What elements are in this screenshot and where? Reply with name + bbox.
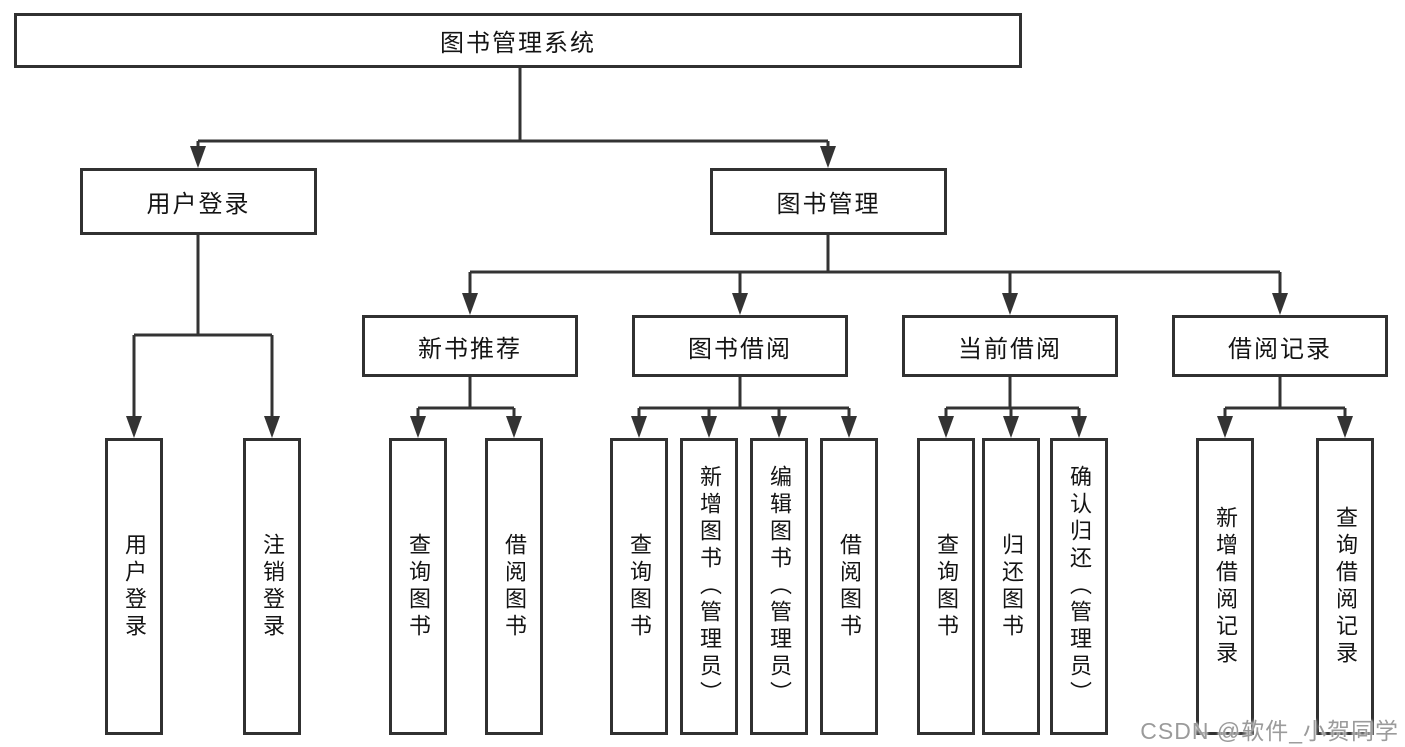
leaf-query-books-recommend-label: 查询图书 [406, 532, 431, 641]
node-new-book-recommend: 新书推荐 [362, 315, 578, 377]
node-current-borrow: 当前借阅 [902, 315, 1118, 377]
leaf-query-books-current-label: 查询图书 [934, 532, 959, 641]
node-current-borrow-label: 当前借阅 [958, 335, 1062, 363]
leaf-query-borrow-record-label: 查询借阅记录 [1333, 505, 1358, 668]
node-book-management: 图书管理 [710, 168, 947, 235]
arrow-leaf-3 [506, 416, 522, 438]
leaf-user-login: 用户登录 [105, 438, 163, 735]
leaf-query-books-borrow-label: 查询图书 [627, 532, 652, 641]
arrow-leaf-7 [841, 416, 857, 438]
arrow-borrowrecord [1272, 293, 1288, 315]
node-root-system: 图书管理系统 [14, 13, 1022, 68]
leaf-borrow-books-recommend-label: 借阅图书 [502, 532, 527, 641]
leaf-borrow-books-label: 借阅图书 [837, 532, 862, 641]
node-user-login-label: 用户登录 [146, 191, 251, 218]
leaf-logout-label: 注销登录 [260, 532, 285, 641]
node-book-management-label: 图书管理 [776, 191, 881, 218]
leaf-add-books-admin: 新增图书（管理员） [680, 438, 738, 735]
node-borrow-record-label: 借阅记录 [1228, 335, 1332, 363]
leaf-query-books-current: 查询图书 [917, 438, 975, 735]
leaf-user-login-label: 用户登录 [122, 532, 147, 641]
leaf-return-books: 归还图书 [982, 438, 1040, 735]
csdn-watermark: CSDN @软件_小贺同学 [1140, 718, 1399, 744]
leaf-add-borrow-record-label: 新增借阅记录 [1213, 505, 1238, 668]
arrow-currentborrow [1002, 293, 1018, 315]
arrow-leaf-11 [1217, 416, 1233, 438]
leaf-add-books-admin-label: 新增图书（管理员） [697, 465, 722, 708]
leaf-borrow-books: 借阅图书 [820, 438, 878, 735]
node-book-borrow-label: 图书借阅 [688, 335, 792, 363]
node-root-label: 图书管理系统 [440, 30, 596, 57]
leaf-add-borrow-record: 新增借阅记录 [1196, 438, 1254, 735]
arrow-user-login [190, 146, 206, 168]
leaf-query-borrow-record: 查询借阅记录 [1316, 438, 1374, 735]
node-user-login: 用户登录 [80, 168, 317, 235]
node-book-borrow: 图书借阅 [632, 315, 848, 377]
arrow-leaf-2 [410, 416, 426, 438]
arrow-book-mgmt [820, 146, 836, 168]
leaf-logout: 注销登录 [243, 438, 301, 735]
node-new-book-recommend-label: 新书推荐 [418, 335, 522, 363]
arrow-leaf-8 [938, 416, 954, 438]
arrow-bookborrow [732, 293, 748, 315]
arrow-leaf-12 [1337, 416, 1353, 438]
node-borrow-record: 借阅记录 [1172, 315, 1388, 377]
arrow-leaf-10 [1071, 416, 1087, 438]
connector-arrowheads [126, 146, 1353, 438]
leaf-query-books-borrow: 查询图书 [610, 438, 668, 735]
arrow-leaf-0 [126, 416, 142, 438]
arrow-leaf-4 [631, 416, 647, 438]
arrow-leaf-6 [771, 416, 787, 438]
leaf-edit-books-admin: 编辑图书（管理员） [750, 438, 808, 735]
arrow-leaf-5 [701, 416, 717, 438]
arrow-leaf-9 [1003, 416, 1019, 438]
leaf-confirm-return-admin-label: 确认归还（管理员） [1067, 465, 1092, 708]
arrow-leaf-1 [264, 416, 280, 438]
leaf-confirm-return-admin: 确认归还（管理员） [1050, 438, 1108, 735]
leaf-return-books-label: 归还图书 [999, 532, 1024, 641]
leaf-edit-books-admin-label: 编辑图书（管理员） [767, 465, 792, 708]
leaf-query-books-recommend: 查询图书 [389, 438, 447, 735]
leaf-borrow-books-recommend: 借阅图书 [485, 438, 543, 735]
arrow-newbook [462, 293, 478, 315]
